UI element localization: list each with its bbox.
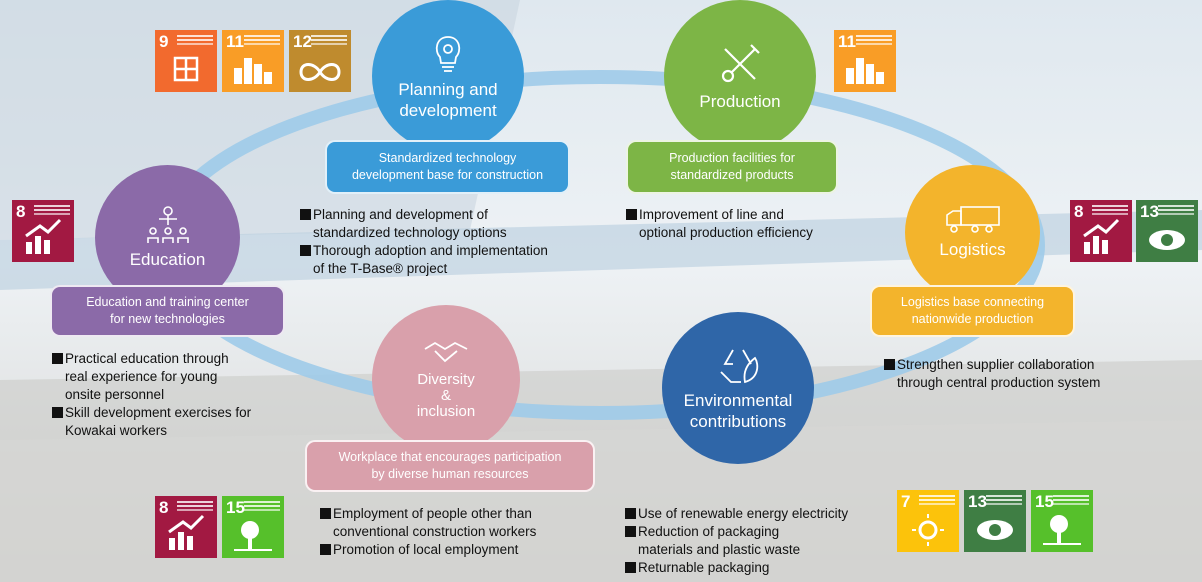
- education-box-line1: Education and training center: [86, 295, 249, 309]
- education-bullets: Practical education through real experie…: [52, 350, 251, 440]
- logistics-box-line1: Logistics base connecting: [900, 295, 1045, 309]
- bullet-item: Strengthen supplier collaboration: [884, 356, 1100, 374]
- sdg-12-icon: 12: [289, 30, 351, 92]
- planning-development-node: Planning and development: [372, 0, 524, 152]
- logistics-bullets: Strengthen supplier collaboration throug…: [884, 356, 1100, 392]
- teacher-students-icon: [146, 206, 189, 243]
- production-node: Production: [664, 0, 816, 152]
- planning-box-line2: development base for construction: [351, 168, 544, 182]
- sdg-8-icon: 8: [1070, 200, 1132, 262]
- bullet-item: Promotion of local employment: [320, 541, 536, 559]
- diversity-box: Workplace that encourages participation …: [305, 440, 595, 492]
- diversity-bullets: Employment of people other than conventi…: [320, 505, 536, 559]
- truck-icon: [945, 206, 1000, 233]
- production-title: Production: [699, 91, 781, 111]
- handshake-icon: [424, 341, 468, 362]
- production-box-line1: Production facilities for: [669, 151, 795, 165]
- logistics-box: Logistics base connecting nationwide pro…: [870, 285, 1075, 337]
- bullet-item: Thorough adoption and implementation: [300, 242, 548, 260]
- bullet-continuation: standardized technology options: [313, 225, 507, 240]
- environmental-title-line2: contributions: [689, 412, 787, 431]
- bullet-item: Planning and development of: [300, 206, 548, 224]
- planning-bullets: Planning and development of standardized…: [300, 206, 548, 278]
- lightbulb-gear-icon: [435, 36, 461, 72]
- diversity-title-line1: Diversity: [417, 370, 475, 388]
- bullet-item: Skill development exercises for: [52, 404, 251, 422]
- education-box-line2: for new technologies: [110, 312, 225, 326]
- tools-icon: [721, 43, 760, 82]
- bullet-continuation: conventional construction workers: [333, 524, 537, 539]
- education-title: Education: [129, 250, 206, 269]
- logistics-box-line2: nationwide production: [911, 312, 1034, 326]
- bullet-continuation: real experience for young: [65, 369, 218, 384]
- diversity-box-line2: by diverse human resources: [371, 467, 529, 481]
- diversity-node: Diversity & inclusion: [372, 305, 520, 453]
- sdg-9-icon: 9: [155, 30, 217, 92]
- diversity-title-line3: inclusion: [416, 402, 476, 420]
- planning-box: Standardized technology development base…: [325, 140, 570, 194]
- production-bullets: Improvement of line and optional product…: [626, 206, 813, 242]
- recycle-leaf-icon: [720, 349, 759, 384]
- planning-title-line1: Planning and: [398, 80, 498, 99]
- sdg-13-icon: 13: [1136, 200, 1198, 262]
- production-box: Production facilities for standardized p…: [626, 140, 838, 194]
- bullet-continuation: optional production efficiency: [639, 225, 813, 240]
- planning-title-line2: development: [399, 101, 497, 120]
- bullet-item: Use of renewable energy electricity: [625, 505, 848, 523]
- bullet-item: Returnable packaging: [625, 559, 848, 577]
- sdg-11-icon: 11: [222, 30, 284, 92]
- diversity-box-line1: Workplace that encourages participation: [338, 450, 562, 464]
- planning-box-line1: Standardized technology: [378, 151, 517, 165]
- environmental-title-line1: Environmental: [683, 391, 793, 410]
- environment-bullets: Use of renewable energy electricity Redu…: [625, 505, 848, 577]
- bullet-item: Practical education through: [52, 350, 251, 368]
- bullet-continuation: through central production system: [897, 375, 1101, 390]
- sdg-7-icon: 7: [897, 490, 959, 552]
- logistics-node: Logistics: [905, 165, 1040, 300]
- bullet-continuation: onsite personnel: [65, 387, 165, 402]
- bullet-item: Employment of people other than: [320, 505, 536, 523]
- sdg-15-icon: 15: [1031, 490, 1093, 552]
- sdg-8-icon: 8: [12, 200, 74, 262]
- diversity-title-line2: &: [440, 386, 451, 404]
- bullet-continuation: materials and plastic waste: [638, 542, 801, 557]
- bullet-item: Improvement of line and: [626, 206, 813, 224]
- sdg-8-icon: 8: [155, 496, 217, 558]
- environmental-node: Environmental contributions: [662, 312, 814, 464]
- sdg-11-icon: 11: [834, 30, 896, 92]
- education-box: Education and training center for new te…: [50, 285, 285, 337]
- bullet-continuation: of the T-Base® project: [313, 261, 448, 276]
- sdg-15-icon: 15: [222, 496, 284, 558]
- bullet-item: Reduction of packaging: [625, 523, 848, 541]
- sdg-13-icon: 13: [964, 490, 1026, 552]
- logistics-title: Logistics: [939, 240, 1006, 259]
- bullet-continuation: Kowakai workers: [65, 423, 168, 438]
- production-box-line2: standardized products: [670, 168, 794, 182]
